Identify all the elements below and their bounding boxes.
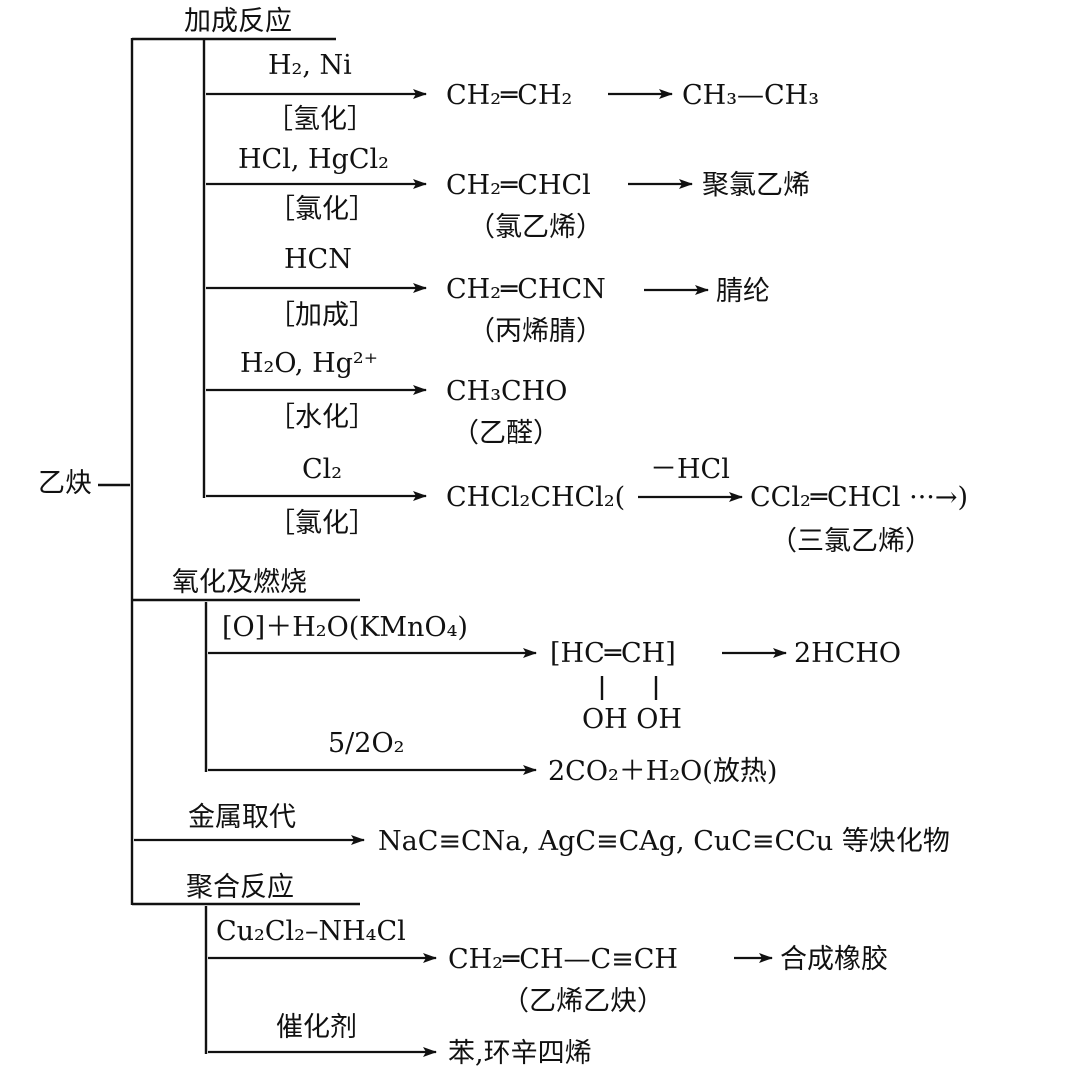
condition-hydrogenation: ［氢化］ [266,104,374,135]
product-tetrachloroethane: CHCl₂CHCl₂( [446,482,625,513]
reagent-hcl: HCl, HgCl₂ [238,144,389,175]
product-acetylides: NaC≡CNa, AgC≡CAg, CuC≡CCu 等炔化物 [378,826,950,857]
group-label-metal: 金属取代 [188,802,296,833]
name-acrylonitrile: （丙烯腈） [468,316,603,347]
reagent-hcn: HCN [284,244,352,275]
group-label-oxidation: 氧化及燃烧 [172,567,307,598]
condition-chlorination-1: ［氯化］ [268,194,376,225]
product-trichloroethylene: CCl₂═CHCl ···→) [750,482,968,513]
final-pvc: 聚氯乙烯 [702,170,810,201]
name-acetaldehyde: （乙醛） [452,418,560,449]
reagent-oxygen: 5/2O₂ [328,728,404,759]
reagent-catalyst: 催化剂 [276,1012,357,1043]
reagent-kmno4: [O]＋H₂O(KMnO₄) [222,612,468,643]
product-vinylacetylene: CH₂═CH—C≡CH [448,944,678,975]
reagent-h2: H₂, Ni [268,50,352,81]
final-synthetic-rubber: 合成橡胶 [780,944,888,975]
final-formaldehyde: 2HCHO [794,638,901,669]
product-acetaldehyde: CH₃CHO [446,376,567,407]
reagent-cl2: Cl₂ [302,454,342,485]
reagent-h2o: H₂O, Hg²⁺ [240,348,378,379]
name-vinylacetylene: （乙烯乙炔） [502,986,664,1017]
product-benzene-cot: 苯,环辛四烯 [448,1038,592,1069]
condition-chlorination-2: ［氯化］ [268,508,376,539]
name-trichloroethylene: （三氯乙烯） [770,526,932,557]
hydroxyl-groups: OH OH [582,704,682,735]
group-label-polymer: 聚合反应 [186,872,294,903]
product-combustion: 2CO₂＋H₂O(放热) [548,756,777,787]
final-ethane: CH₃—CH₃ [682,80,819,111]
product-vinyl-chloride: CH₂═CHCl [446,170,591,201]
condition-addition: ［加成］ [268,300,376,331]
condition-hydration: ［水化］ [268,402,376,433]
product-acrylonitrile: CH₂═CHCN [446,274,606,305]
reagent-minus-hcl: －HCl [650,454,730,485]
name-vinyl-chloride: （氯乙烯） [468,212,603,243]
reagent-cuprous: Cu₂Cl₂–NH₄Cl [216,916,406,947]
final-acrylic-fiber: 腈纶 [716,276,770,307]
group-label-addition: 加成反应 [184,6,292,37]
product-ethylene: CH₂═CH₂ [446,80,572,111]
intermediate-diol: [HC═CH] [550,638,676,669]
root-label: 乙炔 [38,468,92,499]
